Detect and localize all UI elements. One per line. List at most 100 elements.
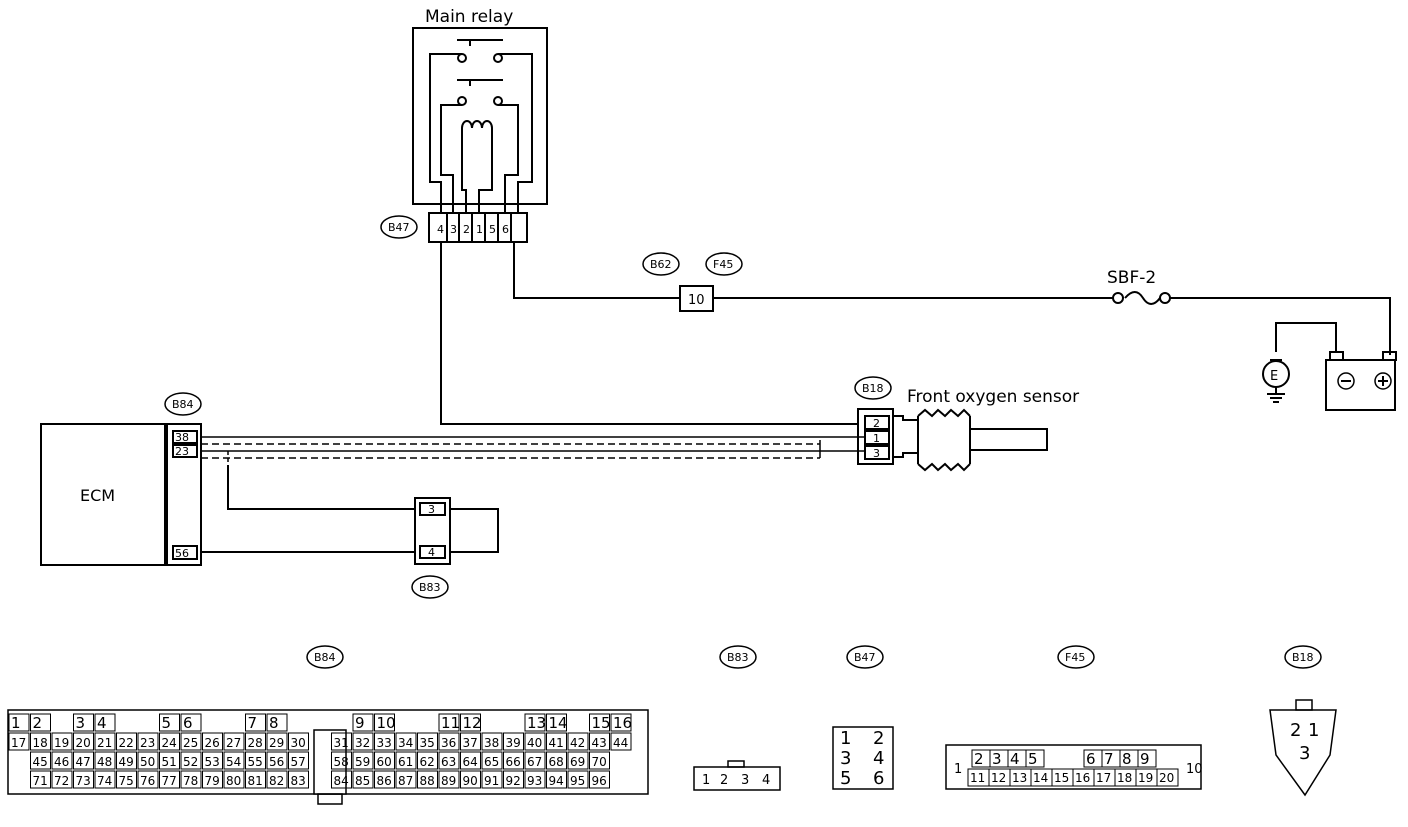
b84-face-pin: 30 bbox=[291, 736, 306, 750]
pin-cell bbox=[1137, 749, 1157, 768]
face-b84-tag: B84 bbox=[314, 651, 336, 664]
f45-face-pin: 16 bbox=[1075, 771, 1090, 785]
b84-face-pin: 28 bbox=[248, 736, 263, 750]
pin-cell bbox=[159, 770, 180, 789]
b84-face-pin: 26 bbox=[205, 736, 220, 750]
f45-face-pin: 7 bbox=[1104, 750, 1114, 768]
b84-face-pin: 23 bbox=[140, 736, 155, 750]
pin-cell bbox=[180, 751, 202, 770]
pin-cell bbox=[503, 770, 524, 789]
b84-face-pin: 90 bbox=[463, 774, 478, 788]
pin-cell bbox=[395, 751, 417, 770]
pin-cell bbox=[137, 732, 159, 751]
pin-cell bbox=[460, 751, 481, 770]
pin-cell bbox=[223, 770, 245, 789]
pin-cell bbox=[223, 751, 245, 770]
b84-face-pin: 86 bbox=[377, 774, 392, 788]
connector-b83-tag: B83 bbox=[419, 581, 441, 594]
b84-face-pin: 39 bbox=[506, 736, 521, 750]
b84-face-pin: 42 bbox=[570, 736, 585, 750]
b18-pin-label: 2 bbox=[873, 417, 880, 430]
f45-face-pin: 11 bbox=[970, 771, 985, 785]
b84-face-pin: 46 bbox=[54, 755, 69, 769]
b84-face-pin: 15 bbox=[592, 714, 611, 732]
face-f45-tag: F45 bbox=[1065, 651, 1085, 664]
f45-face-pin: 20 bbox=[1159, 771, 1174, 785]
pin-cell bbox=[567, 770, 589, 789]
b84-face-pin: 53 bbox=[205, 755, 220, 769]
face-b47-tag: B47 bbox=[854, 651, 876, 664]
pin-cell bbox=[546, 770, 567, 789]
b84-face-pin: 43 bbox=[592, 736, 607, 750]
b83-pin-label: 3 bbox=[428, 503, 435, 516]
b84-face-pin: 22 bbox=[119, 736, 134, 750]
relay-pin-label: 6 bbox=[502, 223, 509, 236]
pin-cell bbox=[460, 732, 481, 751]
b47-face-pin: 5 bbox=[840, 768, 851, 789]
b83-pin-label: 4 bbox=[428, 546, 435, 559]
pin-cell bbox=[460, 770, 481, 789]
f45-face-pin: 12 bbox=[991, 771, 1006, 785]
b84-face-pin: 11 bbox=[441, 714, 460, 732]
pin-cell bbox=[481, 770, 503, 789]
pin-cell bbox=[30, 713, 51, 732]
b18-pin-label: 1 bbox=[873, 432, 880, 445]
sensor-probe bbox=[969, 428, 1048, 451]
b47-face-pin: 6 bbox=[873, 768, 884, 789]
pin-cell bbox=[589, 732, 610, 751]
pin-cell bbox=[417, 732, 438, 751]
pin-cell bbox=[288, 770, 309, 789]
b83-face-pin: 3 bbox=[741, 773, 749, 788]
pin-cell bbox=[288, 732, 309, 751]
b84-face-pin: 4 bbox=[97, 714, 107, 732]
pin-cell bbox=[180, 732, 202, 751]
f45-face-pin: 2 bbox=[974, 750, 984, 768]
pin-cell bbox=[30, 751, 51, 770]
b84-face-pin: 56 bbox=[269, 755, 284, 769]
b83-face-pin: 1 bbox=[702, 773, 710, 788]
b84-face-pin: 91 bbox=[484, 774, 499, 788]
pin-cell bbox=[438, 713, 460, 732]
b84-face-pin: 21 bbox=[97, 736, 112, 750]
b84-face-pin: 92 bbox=[506, 774, 521, 788]
b84-face-pin: 93 bbox=[527, 774, 542, 788]
pin-cell bbox=[51, 732, 73, 751]
b84-face-pin: 71 bbox=[33, 774, 48, 788]
b84-face-pin: 95 bbox=[570, 774, 585, 788]
pin-cell bbox=[374, 732, 395, 751]
face-b18-tag: B18 bbox=[1292, 651, 1314, 664]
pin-cell bbox=[567, 751, 589, 770]
ecm-label: ECM bbox=[80, 486, 115, 505]
b84-face-pin: 9 bbox=[355, 714, 365, 732]
b84-face-pin: 70 bbox=[592, 755, 607, 769]
pin-cell bbox=[159, 713, 180, 732]
b84-face-pin: 45 bbox=[33, 755, 48, 769]
b84-face-pin: 32 bbox=[355, 736, 370, 750]
pin-cell bbox=[159, 751, 180, 770]
b84-face-pin: 69 bbox=[570, 755, 585, 769]
f45-face-pin: 5 bbox=[1028, 750, 1038, 768]
connector-b47-tag: B47 bbox=[388, 221, 410, 234]
b84-face-pin: 6 bbox=[183, 714, 193, 732]
f45-face-pin: 15 bbox=[1054, 771, 1069, 785]
b84-face-pin: 47 bbox=[76, 755, 91, 769]
b84-face-pin: 74 bbox=[97, 774, 112, 788]
pin-cell bbox=[8, 713, 30, 732]
pin-cell bbox=[202, 751, 223, 770]
pin-cell bbox=[159, 732, 180, 751]
b84-face-pin: 66 bbox=[506, 755, 521, 769]
b84-face-pin: 29 bbox=[269, 736, 284, 750]
b84-face-pin: 79 bbox=[205, 774, 220, 788]
battery bbox=[1325, 359, 1396, 411]
f45-face-pin: 13 bbox=[1012, 771, 1027, 785]
f45-face-pin: 1 bbox=[954, 762, 962, 777]
b47-face bbox=[832, 726, 894, 790]
pin-cell bbox=[1156, 768, 1179, 787]
b84-face-pin: 48 bbox=[97, 755, 112, 769]
pin-cell bbox=[266, 713, 288, 732]
f45-face bbox=[945, 744, 1202, 790]
f45-face-pin: 10 bbox=[1186, 762, 1203, 777]
main-relay-label: Main relay bbox=[425, 7, 513, 27]
b84-face-pin: 49 bbox=[119, 755, 134, 769]
